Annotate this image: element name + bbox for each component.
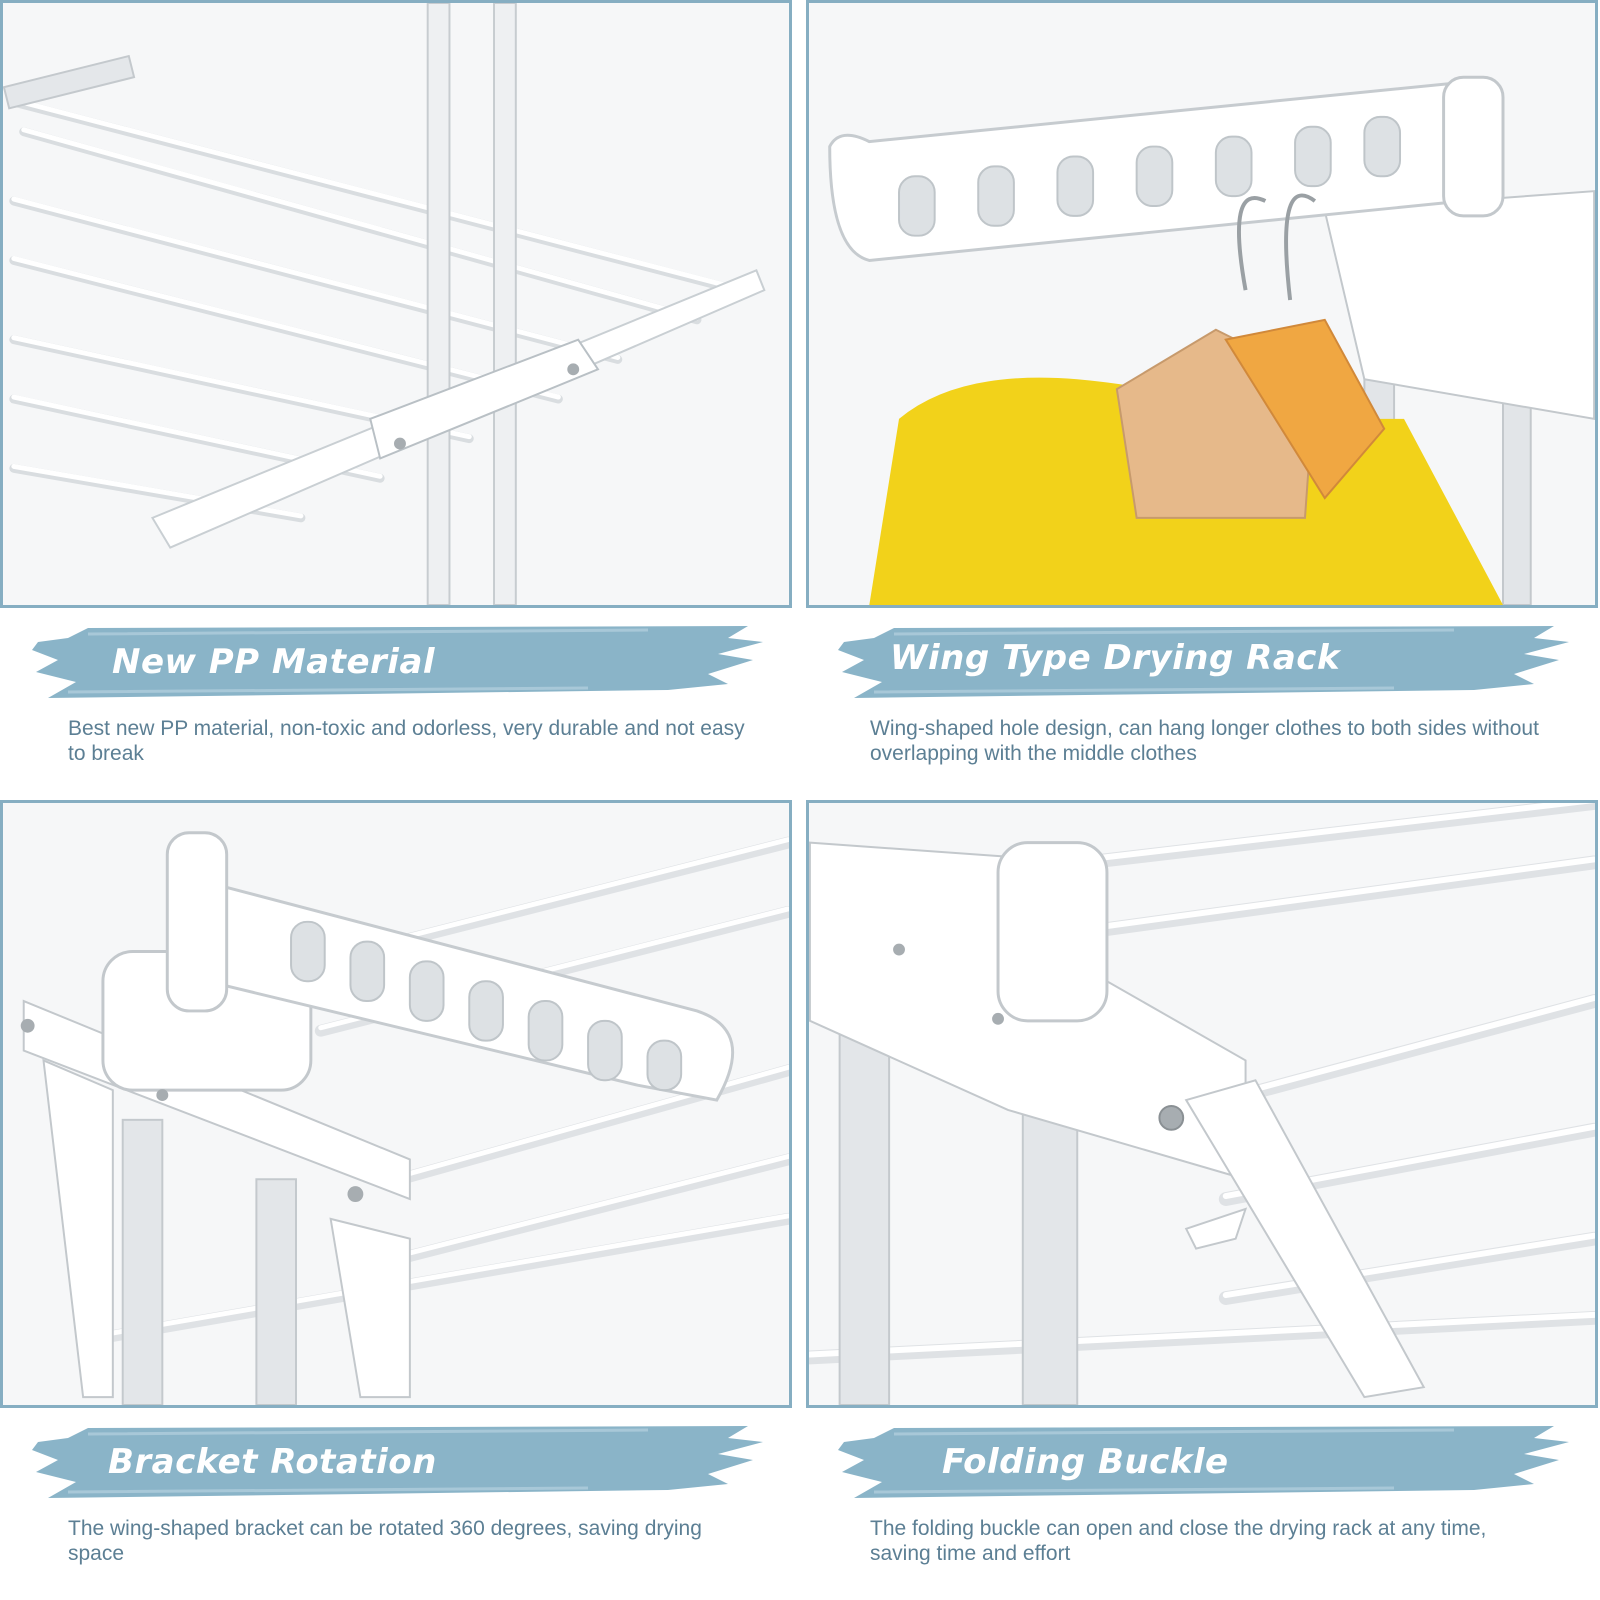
title-banner: Wing Type Drying Rack bbox=[834, 620, 1574, 710]
feature-title: Folding Buckle bbox=[942, 1442, 1229, 1482]
brush-stroke-background bbox=[32, 626, 763, 698]
brush-stroke-background bbox=[838, 626, 1569, 698]
feature-title: Bracket Rotation bbox=[108, 1442, 437, 1482]
feature-panel-pp-material: New PP Material Best new PP material, no… bbox=[0, 0, 800, 800]
feature-title: New PP Material bbox=[112, 642, 436, 682]
title-banner: New PP Material bbox=[28, 620, 768, 710]
title-banner: Bracket Rotation bbox=[28, 1420, 768, 1510]
folding-buckle-photo bbox=[806, 800, 1598, 1408]
brush-stroke-background bbox=[838, 1426, 1569, 1498]
feature-description: The wing-shaped bracket can be rotated 3… bbox=[68, 1517, 702, 1565]
feature-description: Best new PP material, non-toxic and odor… bbox=[68, 717, 745, 765]
wing-hanger-illustration bbox=[809, 3, 1595, 605]
feature-description: The folding buckle can open and close th… bbox=[870, 1517, 1487, 1565]
rack-shelf-illustration bbox=[3, 3, 789, 605]
feature-panel-wing-rack: Wing Type Drying Rack Wing-shaped hole d… bbox=[806, 0, 1600, 800]
title-banner: Folding Buckle bbox=[834, 1420, 1574, 1510]
feature-panel-bracket-rotation: Bracket Rotation The wing-shaped bracket… bbox=[0, 800, 800, 1600]
bracket-rotation-photo bbox=[0, 800, 792, 1408]
feature-panel-folding-buckle: Folding Buckle The folding buckle can op… bbox=[806, 800, 1600, 1600]
feature-title: Wing Type Drying Rack bbox=[890, 638, 1341, 678]
bracket-rotation-illustration bbox=[3, 803, 789, 1405]
brush-stroke-background bbox=[32, 1426, 763, 1498]
folding-buckle-illustration bbox=[809, 803, 1595, 1405]
wing-hanger-photo bbox=[806, 0, 1598, 608]
rack-shelf-photo bbox=[0, 0, 792, 608]
feature-description: Wing-shaped hole design, can hang longer… bbox=[870, 717, 1539, 765]
